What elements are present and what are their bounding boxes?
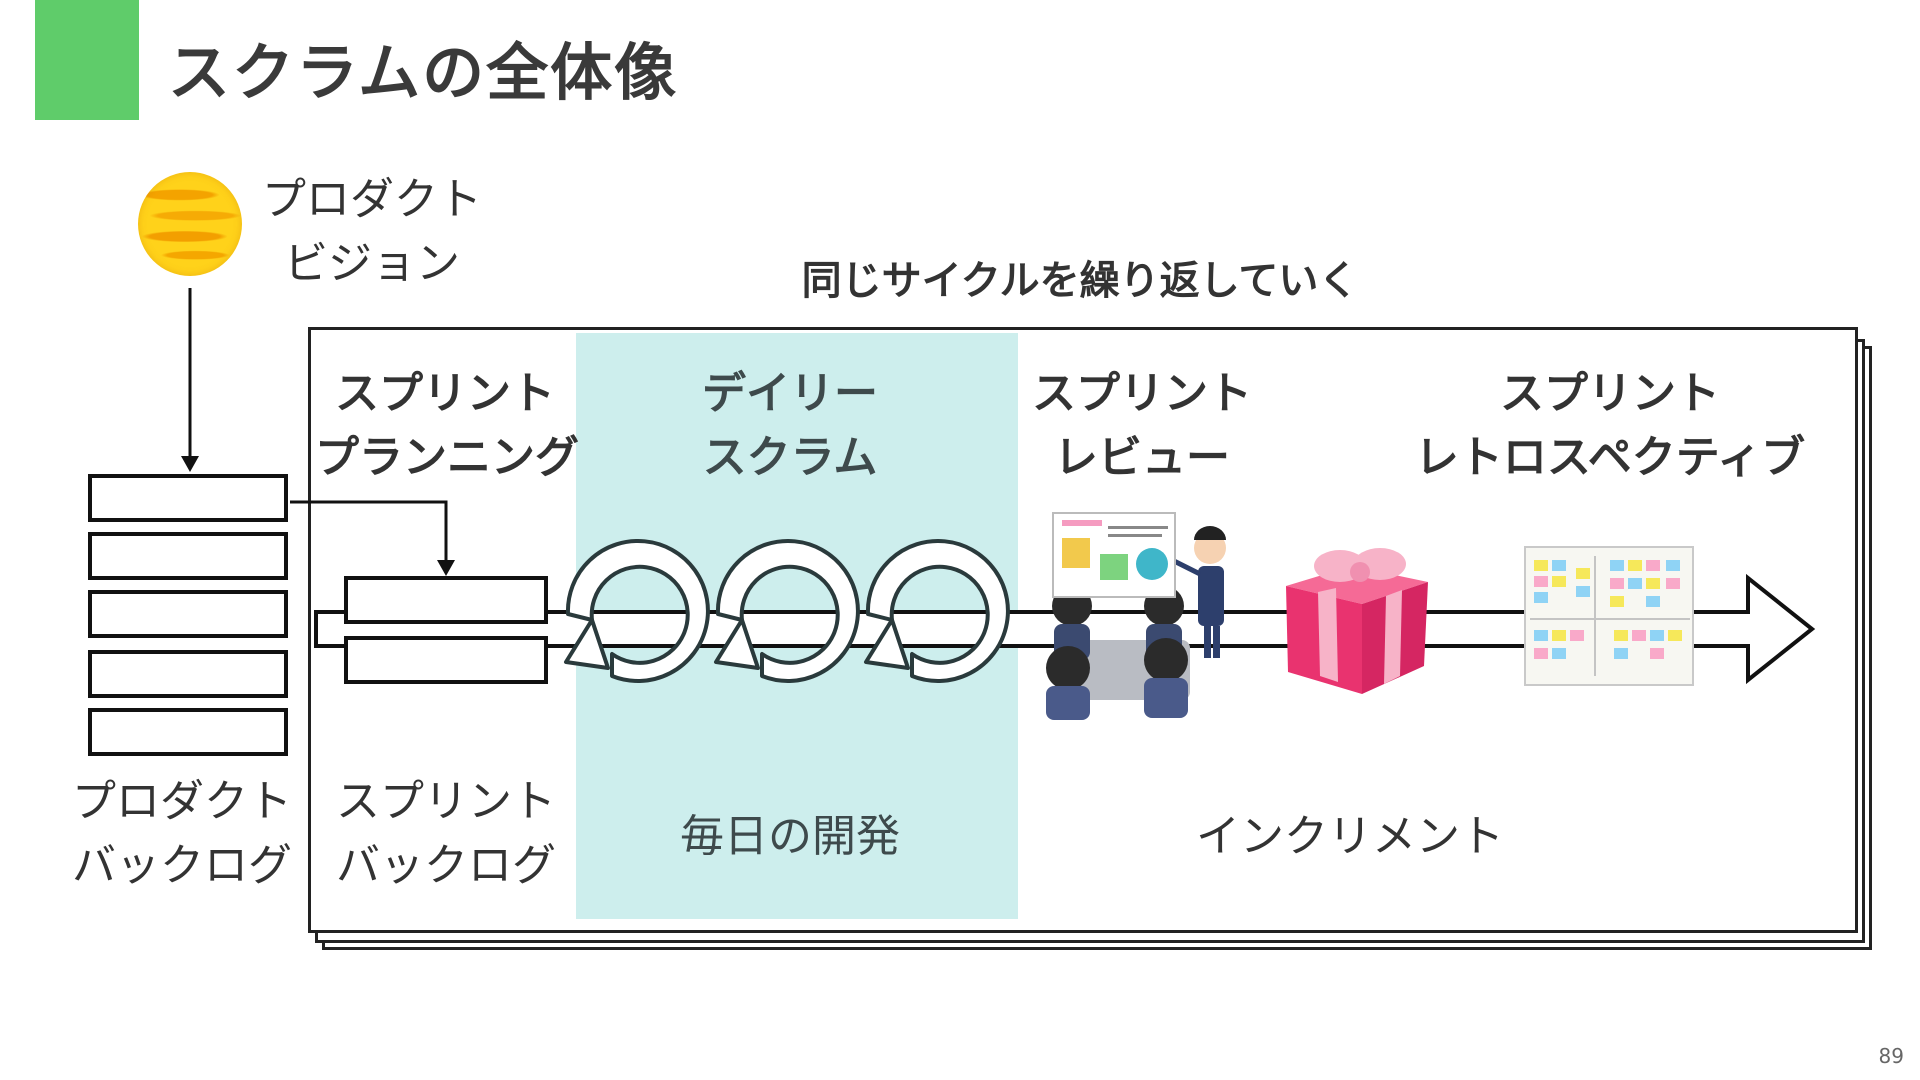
sprint-review-line1: スプリント	[1032, 368, 1252, 419]
product-backlog-line1: プロダクト	[72, 776, 292, 827]
slide-title: スクラムの全体像	[168, 36, 679, 109]
product-backlog-line2: バックログ	[72, 840, 292, 891]
sprint-planning-line1: スプリント	[335, 368, 555, 419]
sprint-retro-line1: スプリント	[1500, 368, 1720, 419]
sprint-planning-label: スプリント プランニング	[315, 362, 579, 490]
sprint-planning-line2: プランニング	[315, 432, 579, 483]
daily-scrum-line2: スクラム	[702, 432, 878, 483]
presentation-whiteboard	[1052, 512, 1176, 598]
product-backlog-item	[88, 708, 288, 756]
sprint-backlog-line2: バックログ	[336, 840, 556, 891]
page-number: 89	[1878, 1044, 1904, 1068]
sprint-retrospective-label: スプリント レトロスペクティブ	[1400, 362, 1820, 490]
title-accent-bar	[35, 0, 139, 120]
product-backlog-label: プロダクト バックログ	[62, 770, 302, 898]
product-backlog-item	[88, 590, 288, 638]
sun-icon	[138, 172, 242, 276]
daily-work-label: 毎日の開発	[680, 811, 900, 862]
product-backlog-item	[88, 650, 288, 698]
vision-arrow	[181, 288, 199, 472]
gift-box-icon	[1286, 548, 1428, 694]
increment-label: インクリメント	[1196, 811, 1504, 862]
sprint-backlog-item	[344, 636, 548, 684]
backlog-connector-arrow	[290, 500, 455, 576]
cycle-arrow-icon	[714, 539, 860, 683]
sprint-review-label: スプリント レビュー	[1012, 362, 1272, 490]
product-vision-label: プロダクト ビジョン	[262, 168, 482, 296]
product-vision-line2: ビジョン	[284, 238, 460, 289]
sprint-backlog-item	[344, 576, 548, 624]
product-backlog-item	[88, 474, 288, 522]
cycle-arrow-icon	[564, 539, 710, 683]
sprint-retro-line2: レトロスペクティブ	[1414, 432, 1806, 483]
sprint-backlog-line1: スプリント	[336, 776, 556, 827]
daily-scrum-label: デイリー スクラム	[660, 362, 920, 490]
daily-scrum-line1: デイリー	[702, 368, 878, 419]
sprint-backlog-label: スプリント バックログ	[326, 770, 566, 898]
product-vision-line1: プロダクト	[262, 174, 482, 225]
cycle-arrow-icon	[864, 539, 1010, 683]
sticky-note-board-icon	[1524, 546, 1694, 686]
sprint-review-line2: レビュー	[1054, 432, 1230, 483]
cycle-caption: 同じサイクルを繰り返していく	[801, 258, 1359, 304]
product-backlog-item	[88, 532, 288, 580]
